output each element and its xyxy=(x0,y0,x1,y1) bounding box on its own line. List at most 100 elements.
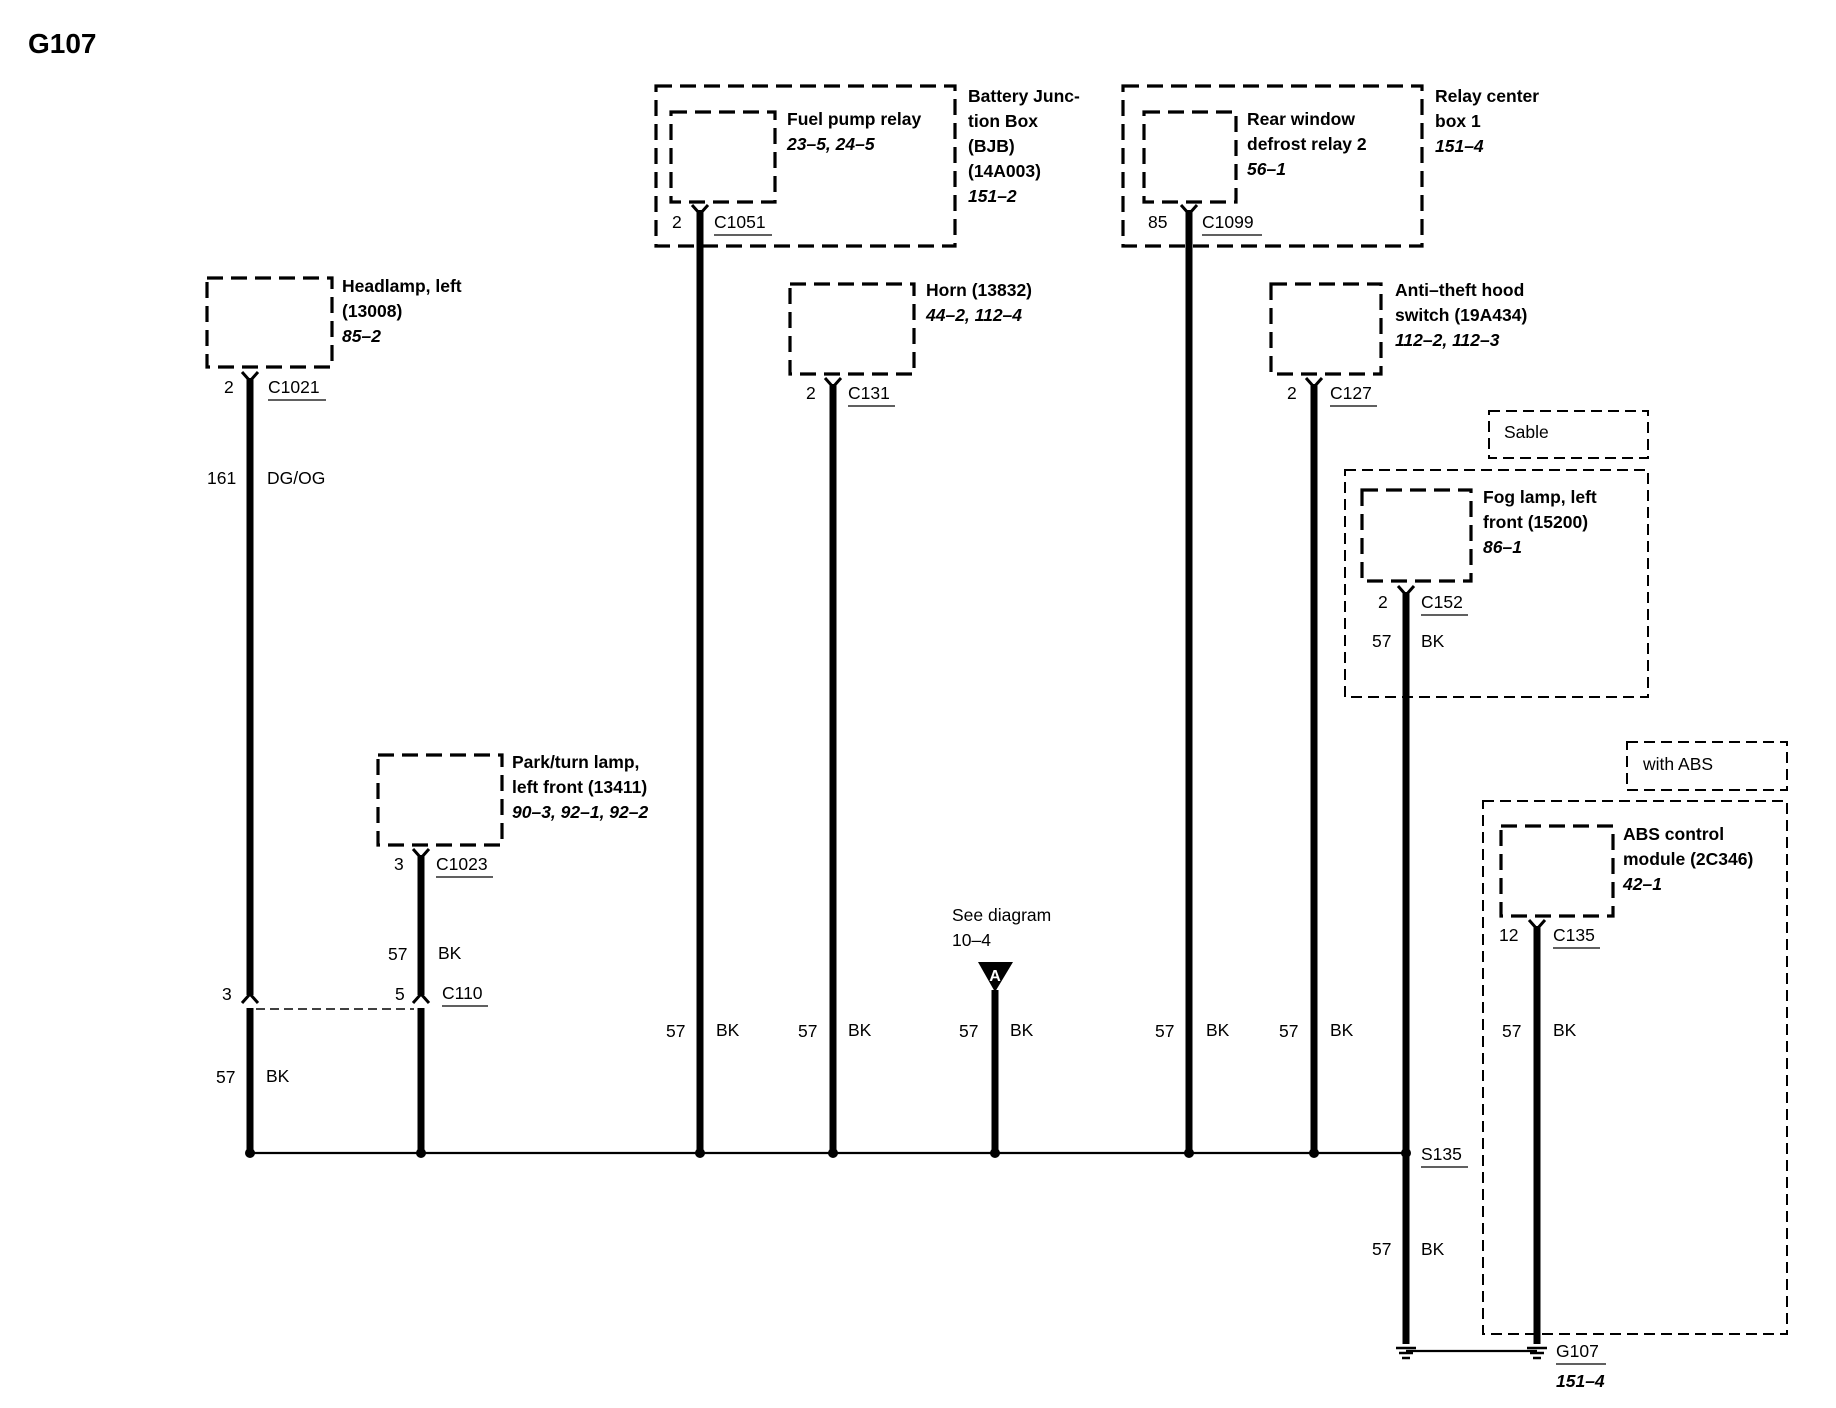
headlamp-ref: 85–2 xyxy=(342,326,381,346)
headlamp-pin: 2 xyxy=(224,377,234,397)
wire-s135-ground-color: BK xyxy=(1421,1239,1445,1259)
abs-module-ref: 42–1 xyxy=(1622,874,1662,894)
defrost-relay-box xyxy=(1142,110,1238,204)
defrost-relay-ref: 56–1 xyxy=(1247,159,1286,179)
see-diagram-text: See diagram 10–4 xyxy=(952,905,1056,950)
bus-dot-defrost xyxy=(1184,1148,1194,1158)
diagram-title: G107 xyxy=(28,28,97,59)
fuel-pump-relay: Fuel pump relay 23–5, 24–5 2 C1051 xyxy=(669,109,921,236)
park-turn-lamp-ref: 90–3, 92–1, 92–2 xyxy=(512,802,649,822)
horn-box xyxy=(788,282,916,376)
wire-headlamp-lower-color: BK xyxy=(266,1066,290,1086)
hood-switch-pin: 2 xyxy=(1287,383,1297,403)
c110-left-arrow xyxy=(240,991,260,1004)
park-turn-lamp-name: Park/turn lamp, left front (13411) xyxy=(512,752,647,797)
fog-lamp-name: Fog lamp, left front (15200) xyxy=(1483,487,1602,532)
abs-module-connector: C135 xyxy=(1553,925,1595,945)
headlamp-left: Headlamp, left (13008) 85–2 2 C1021 xyxy=(205,276,467,401)
fog-lamp-connector: C152 xyxy=(1421,592,1463,612)
c110-pin-right: 5 xyxy=(395,984,405,1004)
headlamp-connector: C1021 xyxy=(268,377,320,397)
ground-g107-ref: 151–4 xyxy=(1556,1371,1605,1391)
horn-pin: 2 xyxy=(806,383,816,403)
fuel-pump-relay-name: Fuel pump relay xyxy=(787,109,921,129)
fog-lamp-pin: 2 xyxy=(1378,592,1388,612)
defrost-relay-connector: C1099 xyxy=(1202,212,1254,232)
wire-headlamp-lower-circuit: 57 xyxy=(216,1067,235,1087)
wire-park-turn-circuit: 57 xyxy=(388,944,407,964)
sable-option-box xyxy=(1344,469,1649,698)
wire-hood-color: BK xyxy=(1330,1020,1354,1040)
wire-see-diagram-circuit: 57 xyxy=(959,1021,978,1041)
c110-pin-left: 3 xyxy=(222,984,232,1004)
fuel-pump-relay-pin: 2 xyxy=(672,212,682,232)
relay-center-box: Relay center box 1 151–4 xyxy=(1121,84,1544,248)
fuel-pump-relay-connector: C1051 xyxy=(714,212,766,232)
wire-park-turn-color: BK xyxy=(438,943,462,963)
abs-module-name: ABS control module (2C346) xyxy=(1623,824,1753,869)
bus-dot-see-diagram xyxy=(990,1148,1000,1158)
fuel-pump-relay-box xyxy=(669,110,777,204)
relay-center-ref: 151–4 xyxy=(1435,136,1484,156)
horn-connector: C131 xyxy=(848,383,890,403)
horn-name: Horn (13832) xyxy=(926,280,1032,300)
wire-hood-circuit: 57 xyxy=(1279,1021,1298,1041)
horn: Horn (13832) 44–2, 112–4 2 C131 xyxy=(788,280,1032,407)
ground-icon-right xyxy=(1527,1346,1547,1360)
relay-center-name: Relay center box 1 xyxy=(1435,86,1544,131)
fog-lamp-box xyxy=(1360,488,1473,583)
wire-defrost-circuit: 57 xyxy=(1155,1021,1174,1041)
wire-see-diagram-color: BK xyxy=(1010,1020,1034,1040)
abs-module-box xyxy=(1499,824,1615,918)
bus-dot-fuel-pump xyxy=(695,1148,705,1158)
fuel-pump-relay-ref: 23–5, 24–5 xyxy=(786,134,875,154)
c110-inline-connector: 3 5 C110 xyxy=(222,983,488,1010)
see-diagram-triangle-icon xyxy=(978,962,1013,992)
wire-fog-circuit: 57 xyxy=(1372,631,1391,651)
abs-label: with ABS xyxy=(1642,754,1713,774)
fog-lamp-left: Fog lamp, left front (15200) 86–1 2 C152 xyxy=(1360,487,1602,616)
hood-switch-connector: C127 xyxy=(1330,383,1372,403)
wire-s135-ground-circuit: 57 xyxy=(1372,1239,1391,1259)
wire-headlamp-upper-color: DG/OG xyxy=(267,468,325,488)
abs-option: with ABS xyxy=(1482,741,1788,1335)
hood-switch-ref: 112–2, 112–3 xyxy=(1395,330,1500,350)
wire-fuel-pump-circuit: 57 xyxy=(666,1021,685,1041)
ground-icon-left xyxy=(1396,1346,1416,1360)
park-turn-lamp-left: Park/turn lamp, left front (13411) 90–3,… xyxy=(376,752,649,878)
park-turn-lamp-box xyxy=(376,753,504,847)
headlamp-name: Headlamp, left (13008) xyxy=(342,276,467,321)
headlamp-box xyxy=(205,276,334,369)
wire-fuel-pump-color: BK xyxy=(716,1020,740,1040)
see-diagram-symbol: A xyxy=(989,968,1001,985)
ground-g107-label: G107 xyxy=(1556,1341,1599,1361)
splice-s135-dot xyxy=(1401,1148,1411,1158)
bus-dot-headlamp xyxy=(245,1148,255,1158)
rear-window-defrost-relay: Rear window defrost relay 2 56–1 85 C109… xyxy=(1142,109,1367,236)
battery-junction-box: Battery Junc- tion Box (BJB) (14A003) 15… xyxy=(654,84,1085,248)
relay-center-box-outline xyxy=(1121,84,1424,248)
fog-lamp-ref: 86–1 xyxy=(1483,537,1522,557)
wire-fog-color: BK xyxy=(1421,631,1445,651)
wire-horn-circuit: 57 xyxy=(798,1021,817,1041)
ground-g107: G107 151–4 xyxy=(1396,1341,1606,1391)
bjb-box xyxy=(654,84,957,248)
wire-abs-circuit: 57 xyxy=(1502,1021,1521,1041)
wire-defrost-color: BK xyxy=(1206,1020,1230,1040)
c110-name: C110 xyxy=(442,983,483,1003)
wire-horn-color: BK xyxy=(848,1020,872,1040)
c110-right-arrow xyxy=(411,991,431,1004)
anti-theft-hood-switch: Anti–theft hood switch (19A434) 112–2, 1… xyxy=(1269,280,1527,407)
defrost-relay-name: Rear window defrost relay 2 xyxy=(1247,109,1367,154)
bjb-name: Battery Junc- tion Box (BJB) (14A003) xyxy=(968,86,1085,181)
abs-label-box xyxy=(1626,741,1788,791)
bus-dot-park-turn xyxy=(416,1148,426,1158)
abs-module-pin: 12 xyxy=(1499,925,1518,945)
park-turn-lamp-pin: 3 xyxy=(394,854,404,874)
wire-abs-color: BK xyxy=(1553,1020,1577,1040)
defrost-relay-pin: 85 xyxy=(1148,212,1167,232)
bjb-ref: 151–2 xyxy=(968,186,1017,206)
wire-headlamp-upper-circuit: 161 xyxy=(207,468,236,488)
sable-label: Sable xyxy=(1504,422,1549,442)
